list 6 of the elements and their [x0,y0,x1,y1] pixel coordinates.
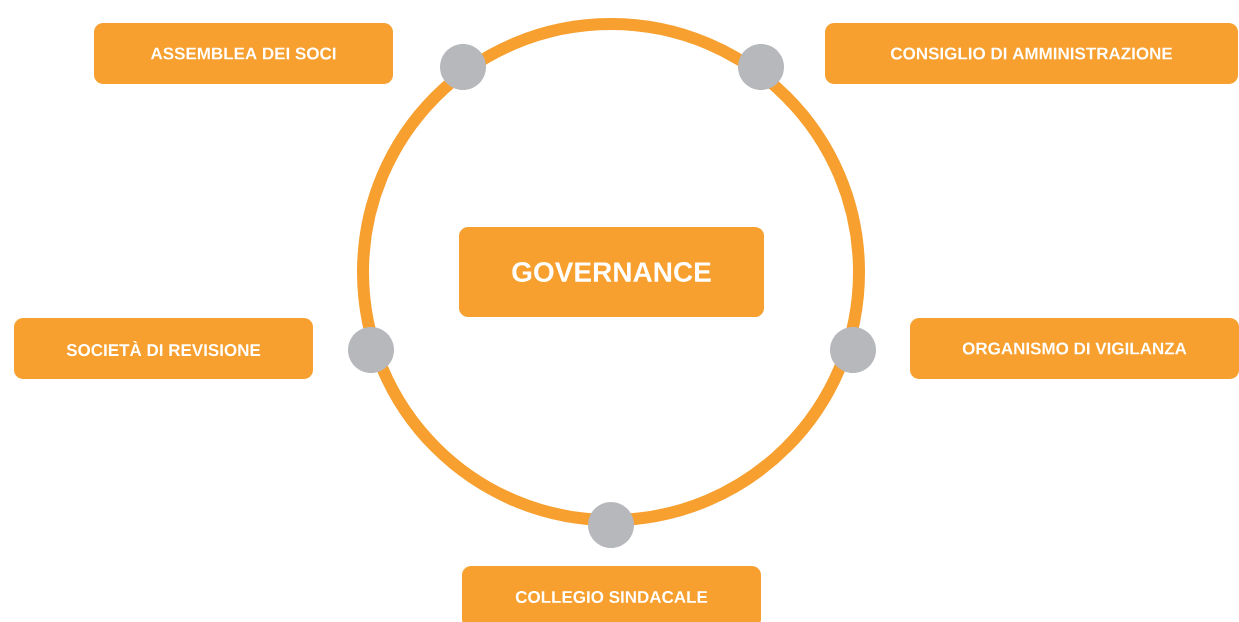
label-box: SOCIETÀ DI REVISIONE [14,318,313,379]
label-box: ASSEMBLEA DEI SOCI [94,23,393,84]
label-box: ORGANISMO DI VIGILANZA [910,318,1239,379]
title-box: GOVERNANCE [459,227,764,317]
label-box: COLLEGIO SINDACALE [462,566,761,622]
label-box: CONSIGLIO DI AMMINISTRAZIONE [825,23,1238,84]
